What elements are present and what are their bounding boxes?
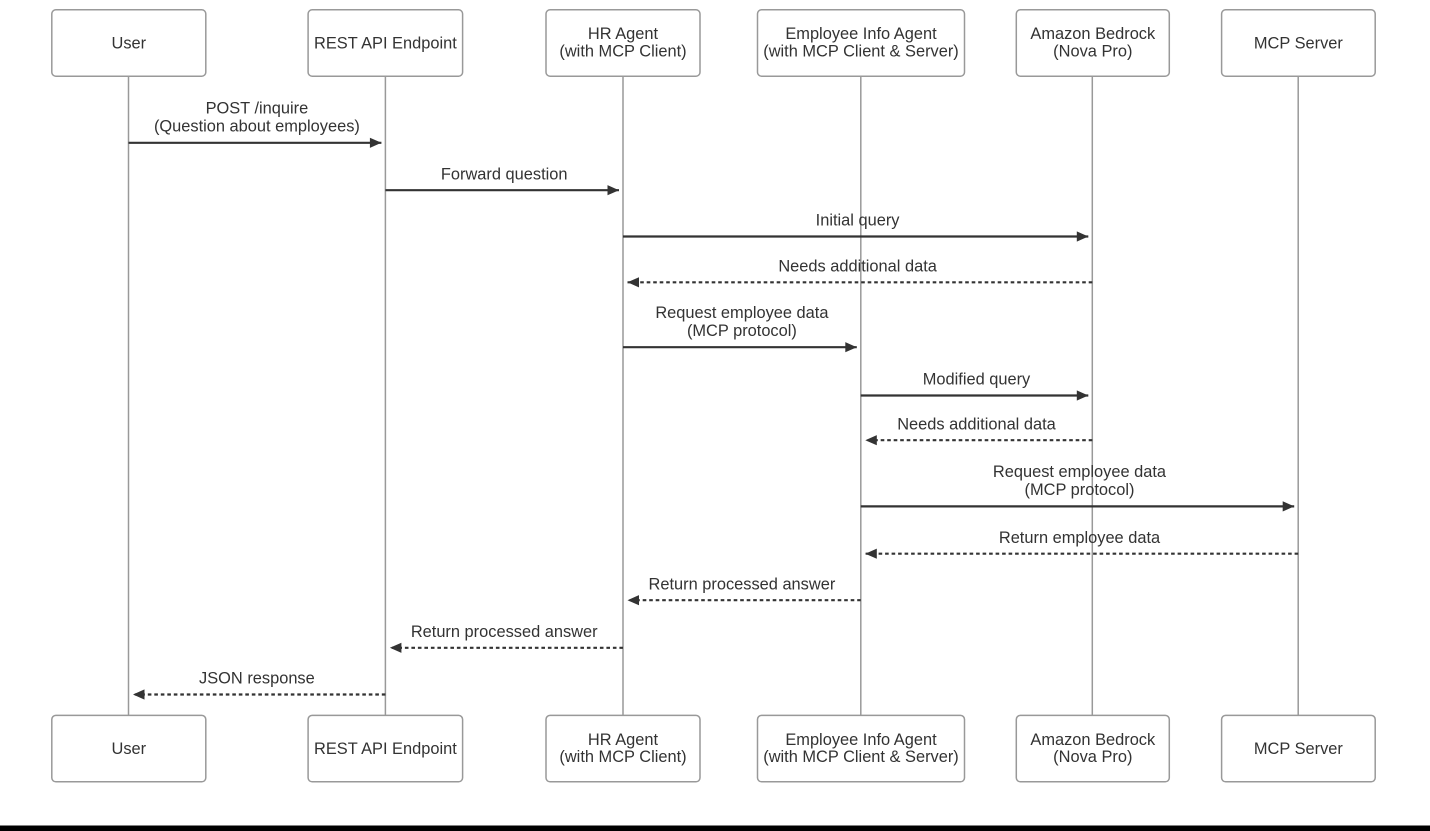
svg-text:Amazon Bedrock: Amazon Bedrock [1030,731,1156,749]
svg-text:Modified query: Modified query [923,371,1031,389]
svg-text:(Nova Pro): (Nova Pro) [1053,748,1132,766]
svg-text:Needs additional data: Needs additional data [897,415,1056,433]
svg-text:REST API Endpoint: REST API Endpoint [314,35,457,53]
svg-text:Request employee data: Request employee data [993,463,1167,481]
svg-text:POST /inquire: POST /inquire [206,100,309,118]
svg-text:(with MCP Client): (with MCP Client) [559,42,686,60]
svg-text:Return processed answer: Return processed answer [411,623,598,641]
svg-text:Return employee data: Return employee data [999,529,1161,547]
svg-text:Employee Info Agent: Employee Info Agent [785,731,937,749]
svg-text:(MCP protocol): (MCP protocol) [687,322,797,340]
svg-text:User: User [111,740,146,758]
svg-text:JSON response: JSON response [199,670,315,688]
svg-text:Initial query: Initial query [816,212,901,230]
svg-text:Return processed answer: Return processed answer [649,575,836,593]
svg-text:(MCP protocol): (MCP protocol) [1025,481,1135,499]
svg-text:HR Agent: HR Agent [588,25,659,43]
svg-text:(Question about employees): (Question about employees) [154,118,360,136]
svg-text:MCP Server: MCP Server [1254,35,1343,53]
svg-text:Amazon Bedrock: Amazon Bedrock [1030,25,1156,43]
svg-text:Request employee data: Request employee data [655,304,829,322]
svg-text:(with MCP Client & Server): (with MCP Client & Server) [763,42,959,60]
svg-text:HR Agent: HR Agent [588,731,659,749]
svg-text:Needs additional data: Needs additional data [778,258,937,276]
svg-text:Forward question: Forward question [441,165,568,183]
svg-text:(with MCP Client): (with MCP Client) [559,748,686,766]
svg-text:(with MCP Client & Server): (with MCP Client & Server) [763,748,959,766]
svg-text:MCP Server: MCP Server [1254,740,1343,758]
svg-text:(Nova Pro): (Nova Pro) [1053,42,1132,60]
svg-text:User: User [111,35,146,53]
svg-text:Employee Info Agent: Employee Info Agent [785,25,937,43]
svg-text:REST API Endpoint: REST API Endpoint [314,740,457,758]
